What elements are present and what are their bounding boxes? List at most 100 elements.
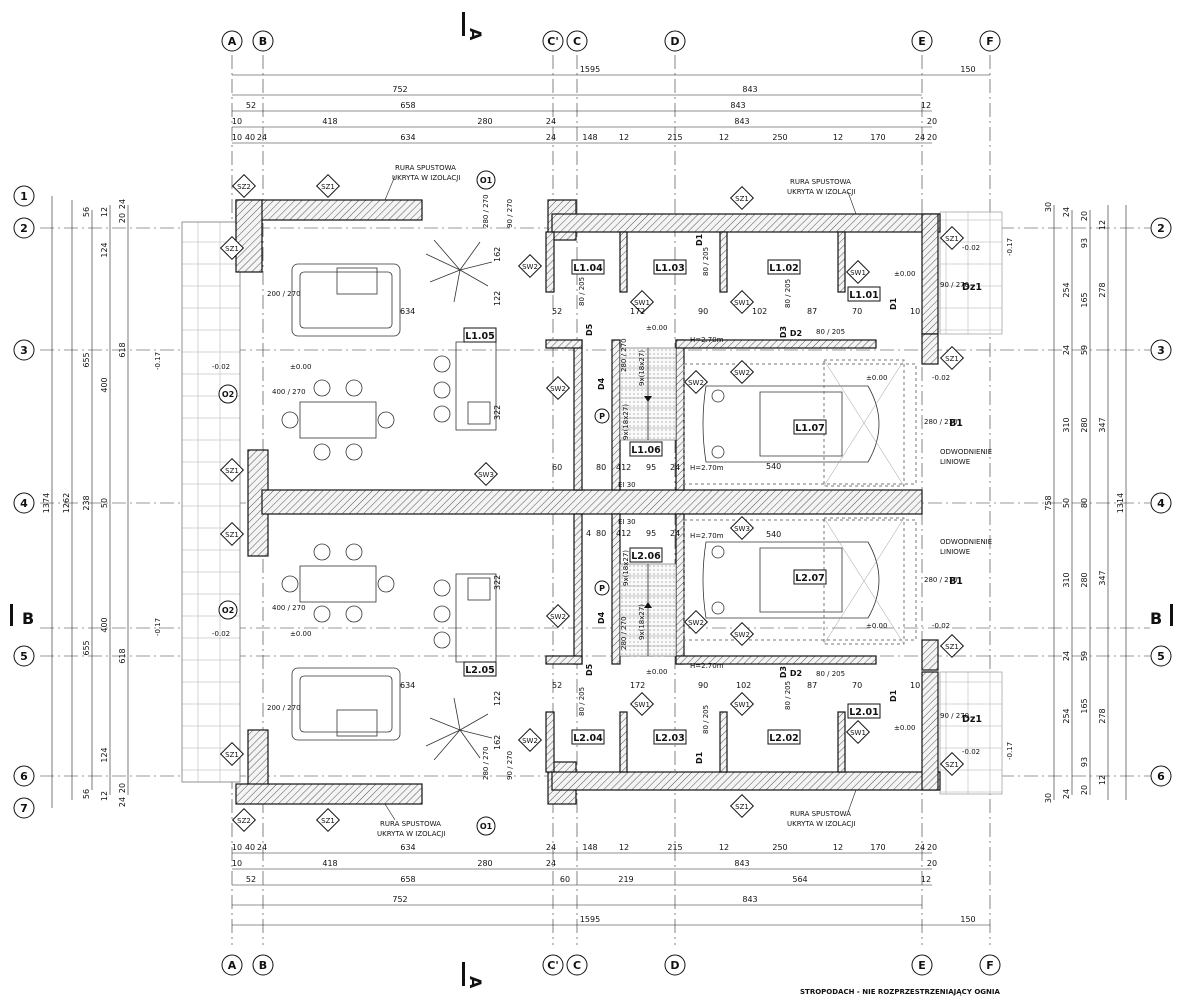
tag-sz2-top: SZ2	[231, 173, 257, 199]
level-driveway-2: -0.02	[932, 622, 950, 630]
win-size-5: 280 / 210	[924, 418, 958, 426]
grid-bubble-3-right: 3	[1150, 339, 1172, 361]
svg-text:278: 278	[1098, 708, 1107, 723]
note-downpipe-top-2-line1: RURA SPUSTOWA	[790, 178, 851, 186]
svg-text:E: E	[918, 959, 926, 972]
dim-122-2: 122	[493, 691, 502, 706]
svg-text:56: 56	[82, 207, 91, 217]
svg-text:C': C'	[547, 959, 558, 972]
svg-text:SZ1: SZ1	[321, 183, 335, 191]
svg-text:254: 254	[1062, 708, 1071, 723]
tag-d1-3: D1	[695, 751, 704, 764]
svg-text:564: 564	[792, 875, 807, 884]
svg-text:24: 24	[546, 117, 556, 126]
svg-text:20: 20	[927, 859, 937, 868]
tag-sz1-left-4: SZ1	[219, 741, 245, 767]
svg-text:O1: O1	[480, 176, 493, 185]
tag-sz1-right-4: SZ1	[939, 751, 965, 777]
tag-o2-unit-2: O2	[218, 600, 238, 620]
svg-text:165: 165	[1080, 292, 1089, 307]
svg-text:SZ1: SZ1	[225, 531, 239, 539]
grid-bubble-b-bottom: B	[252, 954, 274, 976]
svg-text:L1.02: L1.02	[769, 263, 799, 274]
dining-table-unit-1	[281, 379, 395, 461]
svg-text:E: E	[918, 35, 926, 48]
svg-text:1: 1	[20, 190, 28, 203]
svg-text:20: 20	[1080, 211, 1089, 221]
svg-text:SW2: SW2	[688, 619, 704, 627]
svg-text:20: 20	[118, 783, 127, 793]
door-size-11: 80 / 205	[784, 279, 792, 308]
svg-text:250: 250	[772, 843, 787, 852]
svg-text:SW1: SW1	[634, 299, 650, 307]
grid-bubble-e-top: E	[911, 30, 933, 52]
door-size-7: 80 / 205	[578, 277, 586, 306]
door-size-6: 80 / 205	[816, 670, 845, 678]
door-size-13: 280 / 270	[620, 338, 628, 372]
svg-text:D3: D3	[779, 326, 788, 338]
section-mark-b-right: B	[1150, 604, 1173, 628]
level-garage-1: ±0.00	[866, 374, 887, 382]
dim-162-2: 162	[493, 735, 502, 750]
svg-text:SZ2: SZ2	[237, 817, 251, 825]
section-mark-a-bottom: A	[462, 962, 485, 989]
svg-text:6: 6	[1157, 770, 1165, 783]
svg-text:10: 10	[232, 843, 242, 852]
room-label-l2-04: L2.04	[571, 729, 605, 745]
svg-text:310: 310	[1062, 572, 1071, 587]
svg-text:SW2: SW2	[550, 385, 566, 393]
dim-10-2: 10	[910, 681, 920, 690]
svg-text:B: B	[1150, 609, 1162, 628]
svg-text:12: 12	[921, 101, 931, 110]
door-size-10: 80 / 205	[702, 705, 710, 734]
note-stairs-4: 9x(18x27)	[638, 604, 646, 640]
tag-dz1-unit-2: Dz1	[962, 714, 982, 725]
svg-text:SW2: SW2	[550, 613, 566, 621]
svg-text:D1: D1	[695, 233, 704, 246]
svg-text:3: 3	[20, 344, 28, 357]
svg-text:634: 634	[400, 843, 415, 852]
tag-sw2-3: SW2	[683, 369, 709, 395]
svg-text:SW2: SW2	[688, 379, 704, 387]
svg-text:1374: 1374	[42, 493, 51, 513]
grid-bubbles-top: A B C' C D E F	[221, 30, 1001, 52]
svg-text:30: 30	[1044, 202, 1053, 212]
plant-unit-2	[425, 697, 493, 761]
svg-text:C: C	[573, 959, 581, 972]
svg-text:L1.04: L1.04	[573, 263, 603, 274]
svg-text:A: A	[466, 976, 485, 989]
tag-sz2-bottom: SZ2	[231, 807, 257, 833]
tag-sz1-left-3: SZ1	[219, 521, 245, 547]
tag-d5-2: D5	[585, 663, 594, 676]
svg-text:280: 280	[477, 859, 492, 868]
dim-24-2: 24	[670, 529, 680, 538]
svg-text:C: C	[573, 35, 581, 48]
level-hall-1: ±0.00	[646, 324, 667, 332]
room-label-l1-01: L1.01	[847, 286, 881, 302]
dim-52-1: 52	[552, 307, 562, 316]
svg-text:L1.03: L1.03	[655, 263, 685, 274]
note-downpipe-bottom-1-line2: UKRYTA W IZOLACJI	[377, 830, 445, 838]
svg-text:280: 280	[1080, 417, 1089, 432]
level-vestibule-2: ±0.00	[894, 724, 915, 732]
svg-text:SZ1: SZ1	[225, 751, 239, 759]
kitchen-unit-1	[433, 341, 497, 431]
room-label-l1-05: L1.05	[463, 327, 497, 343]
note-stairs-2: 9x(18x27)	[622, 550, 630, 586]
svg-text:A: A	[228, 35, 237, 48]
win-size-6: 280 / 210	[924, 576, 958, 584]
svg-text:F: F	[986, 959, 994, 972]
dim-garage-2: 540	[766, 530, 781, 539]
dim-172-1: 172	[630, 307, 645, 316]
room-label-l1-03: L1.03	[653, 259, 687, 275]
tag-d5-1: D5	[585, 323, 594, 336]
svg-text:SW1: SW1	[850, 269, 866, 277]
svg-text:843: 843	[730, 101, 745, 110]
svg-text:655: 655	[82, 352, 91, 367]
svg-text:52: 52	[246, 101, 256, 110]
dim-412-1: 412	[616, 463, 631, 472]
svg-text:SW3: SW3	[478, 471, 494, 479]
level-garage-2: ±0.00	[866, 622, 887, 630]
dim-garage-1: 540	[766, 462, 781, 471]
note-linear-drain-2-line1: ODWODNIENIE	[940, 538, 992, 546]
